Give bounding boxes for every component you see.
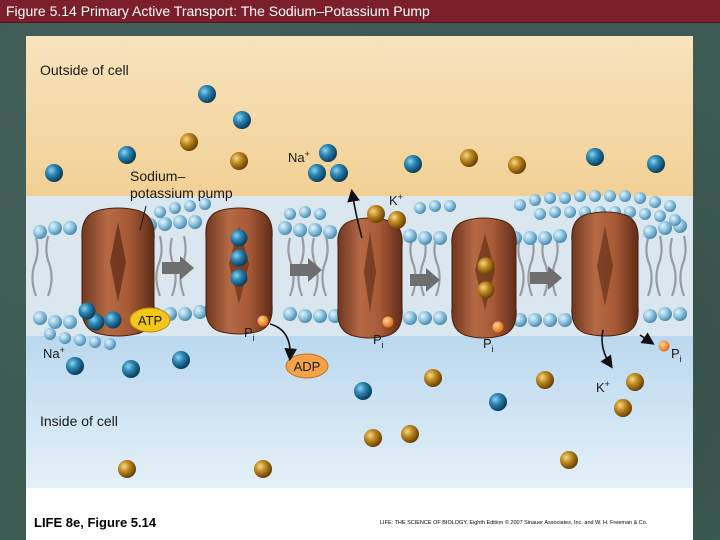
pump-label-line2: potassium pump: [130, 185, 233, 201]
copyright-line: LIFE: THE SCIENCE OF BIOLOGY, Eighth Edi…: [380, 520, 647, 526]
pump-label-line1: Sodium–: [130, 168, 185, 184]
pi-1-text: P: [244, 325, 253, 340]
pi-2-sub: i: [382, 340, 384, 350]
na-inside-text: Na: [43, 346, 60, 361]
adp-label: ADP: [294, 359, 321, 374]
atp-label: ATP: [138, 313, 162, 328]
k-upper-text: K: [389, 193, 398, 208]
k-upper-sup: +: [398, 192, 403, 202]
pi-3-text: P: [483, 336, 492, 351]
figure-caption: LIFE 8e, Figure 5.14: [34, 515, 156, 530]
pi-4-text: P: [671, 346, 680, 361]
pi-3-sub: i: [492, 344, 494, 354]
k-lower-text: K: [596, 380, 605, 395]
pi-2-text: P: [373, 332, 382, 347]
na-outside-text: Na: [288, 150, 305, 165]
inside-cell-label: Inside of cell: [40, 413, 118, 429]
pump-protein-4: [452, 218, 516, 338]
na-inside-sup: +: [60, 345, 65, 355]
k-lower-sup: +: [605, 379, 610, 389]
na-outside-sup: +: [305, 149, 310, 159]
pi-1-sub: i: [253, 333, 255, 343]
outside-cell-label: Outside of cell: [40, 62, 129, 78]
pi-4-sub: i: [680, 354, 682, 364]
pump-protein-5: [572, 212, 638, 336]
